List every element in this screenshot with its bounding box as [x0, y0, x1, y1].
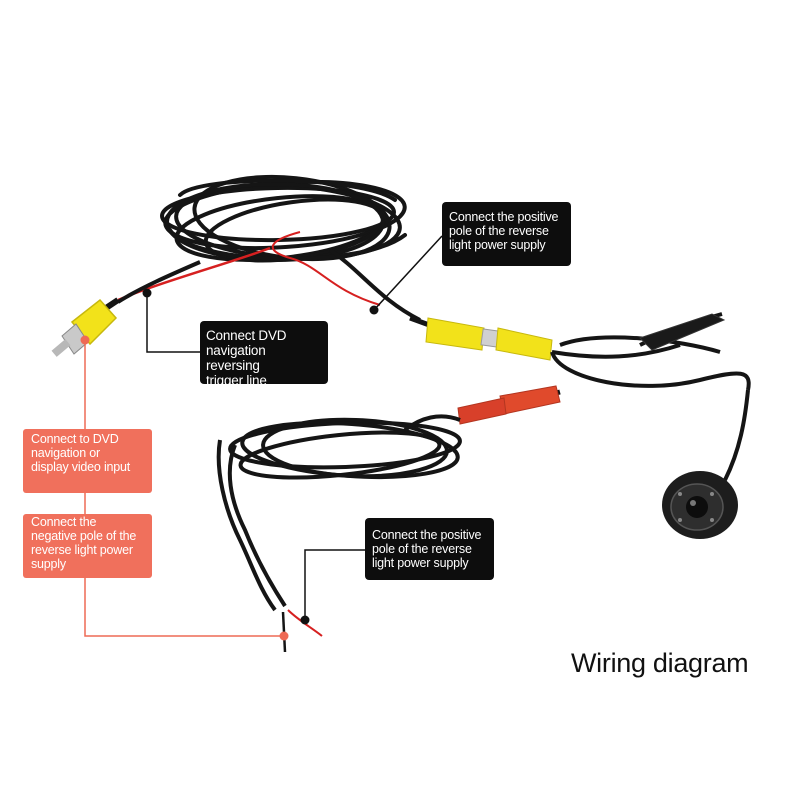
red-wire-end: [117, 246, 271, 302]
upper-cable-coil: [160, 174, 407, 263]
red-rca-connector: [457, 385, 561, 425]
cable-splice: [639, 313, 726, 351]
callout-positive-top: Connect the positive pole of the reverse…: [442, 202, 571, 266]
callout-negative-pole: Connect the negative pole of the reverse…: [23, 514, 152, 578]
leader-negative: [84, 578, 284, 637]
callout-video-input: Connect to DVD navigation or display vid…: [23, 429, 152, 493]
leader-trigger: [146, 293, 200, 353]
red-trigger-wire: [271, 231, 381, 306]
leader-top-right: [373, 235, 443, 311]
cable-to-left-rca: [116, 260, 201, 304]
leader-bottom-positive: [304, 549, 365, 620]
cable-to-yellow-connector: [328, 248, 421, 322]
camera-icon: [662, 471, 738, 539]
rca-plug-icon: [51, 297, 120, 357]
yellow-rca-connector: [409, 315, 553, 361]
diagram-title: Wiring diagram: [571, 648, 749, 678]
callout-trigger-line: Connect DVD navigation reversing trigger…: [200, 321, 328, 388]
lower-cable-coil: [216, 414, 462, 612]
leader-lines: [80, 235, 443, 641]
callout-positive-bottom: Connect the positive pole of the reverse…: [365, 518, 494, 580]
